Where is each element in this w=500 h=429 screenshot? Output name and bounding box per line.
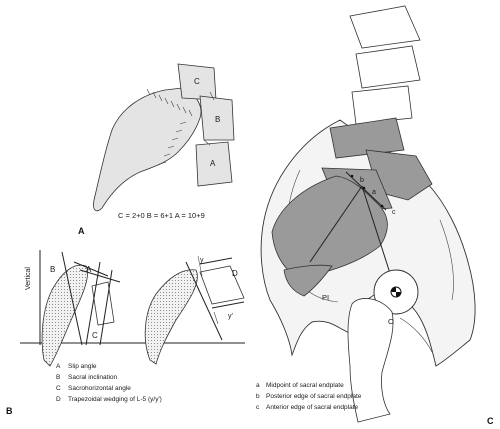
panel-c-legend-text-2: Posterior edge of sacral endplate (266, 393, 362, 400)
panel-c-label-pi: PI (322, 293, 329, 302)
panel-c-label-o: O (388, 317, 394, 326)
panel-a-label-b: B (215, 115, 220, 124)
panel-b-legend-text-2: Sacral inclination (68, 374, 118, 381)
panel-b-legend-key-3: C (56, 385, 61, 392)
panel-b-l5-right (199, 265, 245, 305)
panel-c-legend: a Midpoint of sacral endplate b Posterio… (256, 382, 362, 411)
panel-b-line-7 (199, 257, 233, 265)
panel-b-line-2 (73, 261, 109, 277)
panel-a-diagram (93, 63, 235, 212)
panel-b-legend: A Slip angle B Sacral inclination C Sacr… (56, 363, 162, 403)
panel-c-diagram (260, 5, 476, 423)
panel-b-legend-key-1: A (56, 363, 61, 370)
panel-b-line-8 (211, 301, 245, 309)
panel-b-line-4 (99, 269, 113, 346)
panel-c-label: C (487, 416, 494, 426)
panel-b-angle-c: C (92, 331, 98, 340)
panel-b-legend-key-2: B (56, 374, 60, 381)
panel-b-line-6 (185, 261, 223, 341)
panel-c-pelvis-inner-2 (439, 219, 454, 301)
panel-b-angle-b: B (50, 265, 55, 274)
panel-b-sacrum-left (41, 264, 88, 367)
panel-a-formula: C = 2+0 B = 6+1 A = 10+9 (118, 211, 205, 220)
panel-b-legend-text-4: Trapezoidal wedging of L-5 (y/y′) (68, 396, 162, 403)
panel-c-legend-key-2: b (256, 393, 260, 400)
panel-b-legend-text-1: Slip angle (68, 363, 97, 370)
panel-c-label-b: b (360, 177, 364, 184)
panel-b-line-3 (85, 261, 101, 346)
panel-c-legend-text-1: Midpoint of sacral endplate (266, 382, 344, 389)
panel-c-vertebra-1 (349, 5, 421, 49)
panel-b-tick-1 (197, 255, 203, 277)
panel-c-endplate-line (345, 171, 387, 211)
panel-c-label-c: c (392, 209, 396, 216)
panel-b-angle-d: D (232, 269, 238, 278)
panel-c-pi-line-2 (309, 185, 363, 263)
panel-a-vertebra-b (199, 95, 235, 141)
panel-b-line-1 (61, 251, 83, 346)
panel-a-hatch-marks (146, 88, 193, 165)
panel-b-diagram-right (144, 255, 245, 365)
panel-c-femur-inner (399, 317, 433, 353)
panel-b-line-5 (79, 269, 121, 283)
panel-b-diagram-left (20, 250, 245, 367)
panel-c-point-a (362, 186, 366, 190)
panel-c-hip-center-fill-1 (391, 287, 396, 292)
panel-b-legend-text-3: Sacrohorizontal angle (68, 385, 131, 392)
panel-c-vertebra-4 (329, 117, 405, 159)
panel-b-legend-key-4: D (56, 396, 61, 403)
panel-a-label-c: C (194, 77, 200, 86)
panel-b-vertical-label: Vertical (25, 267, 32, 290)
panel-c-legend-text-3: Anterior edge of sacral endplate (266, 404, 359, 411)
panel-c-point-b (350, 174, 354, 178)
panel-b-label: B (6, 406, 13, 416)
panel-c-vertebra-2 (355, 45, 421, 89)
panel-a-sacrum (93, 87, 202, 212)
panel-c-hip-center-fill-2 (396, 292, 401, 297)
panel-c-label-a: a (372, 189, 376, 196)
panel-b-sacrum-right (144, 269, 198, 365)
panel-b-angle-a: A (86, 265, 92, 274)
panel-b-tick-2 (213, 311, 219, 325)
panel-c-vertebra-3 (351, 85, 413, 125)
panel-c-legend-key-1: a (256, 382, 260, 389)
panel-a-label-a: A (210, 159, 216, 168)
panel-a-vertebra-a (195, 141, 233, 187)
panel-c-femur (347, 298, 394, 423)
panel-c-point-c (380, 204, 384, 208)
panel-c-legend-key-3: c (256, 404, 260, 411)
panel-b-label-y-prime: y′ (228, 313, 234, 320)
panel-c-coccyx (283, 264, 333, 297)
panel-b-label-y: y (200, 257, 204, 264)
panel-a-label: A (78, 226, 85, 236)
